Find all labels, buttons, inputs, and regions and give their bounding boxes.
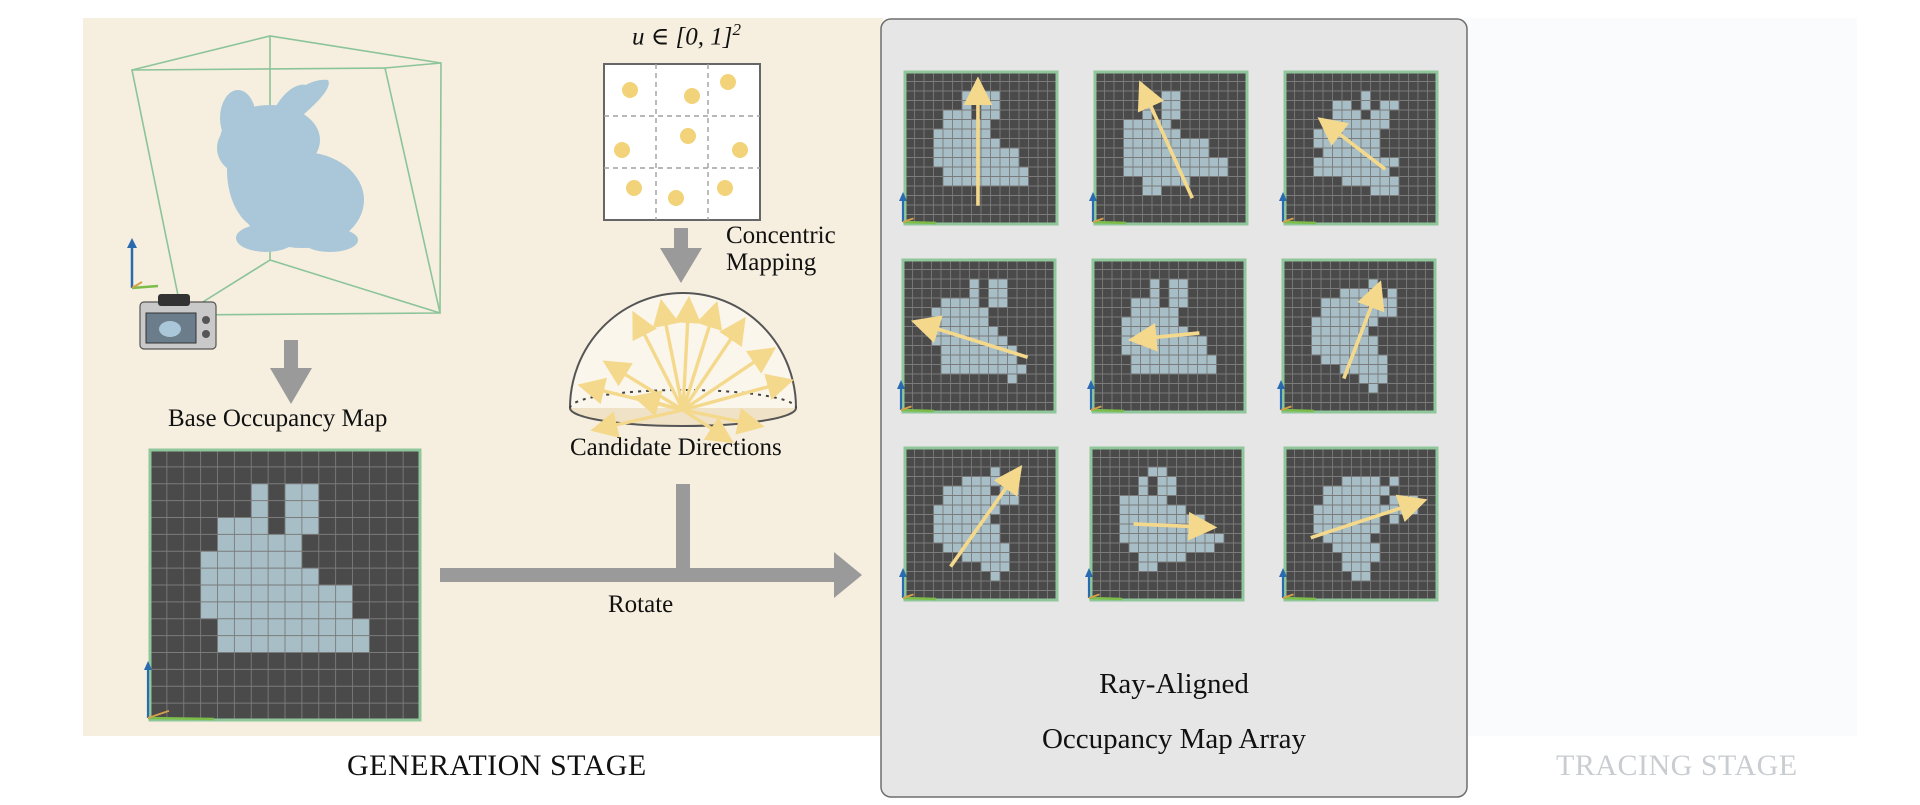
- ray-direction-arrow: [1133, 511, 1218, 541]
- ray-direction-arrow: [1127, 322, 1200, 352]
- tracing-stage-background: [1463, 18, 1857, 736]
- ray-aligned-map: [1277, 258, 1437, 414]
- concentric-mapping-line1: Concentric: [726, 222, 836, 249]
- base-occupancy-map-label: Base Occupancy Map: [168, 405, 388, 432]
- sample-domain-label: u ∈ [0, 1]2: [632, 20, 741, 51]
- candidate-directions-label: Candidate Directions: [570, 434, 782, 461]
- concentric-mapping-line2: Mapping: [726, 249, 817, 276]
- ray-aligned-map: [1087, 258, 1247, 414]
- ray-direction-arrow: [1137, 80, 1194, 199]
- ray-direction-arrow: [1317, 117, 1387, 171]
- camera-icon: [139, 294, 217, 350]
- concentric-mapping-label: Concentric Mapping: [726, 222, 836, 276]
- candidate-directions-hemisphere: [569, 292, 797, 444]
- bunny-model: [217, 79, 364, 252]
- ray-aligned-line1: Ray-Aligned: [1099, 668, 1249, 700]
- ray-aligned-line2: Occupancy Map Array: [1041, 723, 1307, 755]
- ray-direction-arrow: [910, 315, 1029, 359]
- ray-aligned-label: Ray-Aligned Occupancy Map Array: [881, 657, 1467, 767]
- ray-aligned-map: [897, 258, 1057, 414]
- ray-aligned-map-array: [897, 70, 1439, 602]
- ray-aligned-map: [1085, 446, 1245, 602]
- down-arrow-generation: [270, 340, 312, 404]
- sample-domain-exponent: 2: [732, 20, 741, 39]
- rotate-label: Rotate: [608, 591, 674, 618]
- sample-domain-text: u ∈ [0, 1]: [632, 23, 733, 51]
- ray-aligned-map: [1279, 446, 1439, 602]
- ray-direction-arrow: [1310, 494, 1428, 540]
- base-occupancy-map: [144, 448, 422, 722]
- ray-aligned-map: [1279, 70, 1439, 226]
- ray-direction-arrow: [1342, 280, 1385, 380]
- generation-stage-label: GENERATION STAGE: [347, 749, 647, 782]
- ray-aligned-map: [899, 70, 1059, 226]
- ray-aligned-map: [899, 446, 1059, 602]
- tracing-stage-label: TRACING STAGE: [1556, 749, 1798, 782]
- axis-gizmo: [127, 238, 159, 290]
- rotate-arrow: [440, 484, 862, 598]
- down-arrow-mapping: [660, 228, 702, 283]
- ray-aligned-map: [1089, 70, 1249, 226]
- ray-direction-arrow: [949, 465, 1023, 568]
- unit-square-samples: [603, 63, 761, 221]
